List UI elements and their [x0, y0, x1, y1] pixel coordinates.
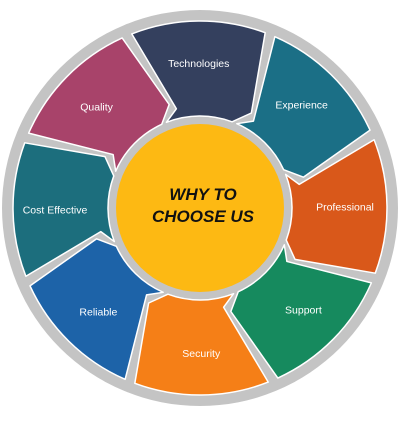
- center-title-line-2: CHOOSE US: [152, 207, 255, 226]
- segment-experience: [236, 35, 371, 178]
- segment-label-security: Security: [182, 348, 221, 360]
- segment-reliable: [29, 238, 164, 381]
- segment-label-cost-effective: Cost Effective: [23, 204, 88, 216]
- segment-label-technologies: Technologies: [168, 58, 229, 70]
- segment-label-quality: Quality: [80, 101, 113, 113]
- segment-technologies: [131, 20, 266, 124]
- segment-label-professional: Professional: [316, 202, 374, 214]
- segment-professional: [284, 139, 388, 274]
- segment-label-support: Support: [285, 305, 322, 317]
- segment-cost-effective: [12, 142, 116, 277]
- center-title-line-1: WHY TO: [169, 185, 236, 204]
- segment-label-reliable: Reliable: [79, 306, 117, 318]
- center-circle: [116, 124, 284, 292]
- segment-quality: [27, 37, 170, 172]
- segment-support: [230, 244, 373, 379]
- segments-layer: TechnologiesExperienceProfessionalSuppor…: [12, 20, 388, 396]
- segment-security: [134, 292, 269, 396]
- segment-label-experience: Experience: [275, 100, 328, 112]
